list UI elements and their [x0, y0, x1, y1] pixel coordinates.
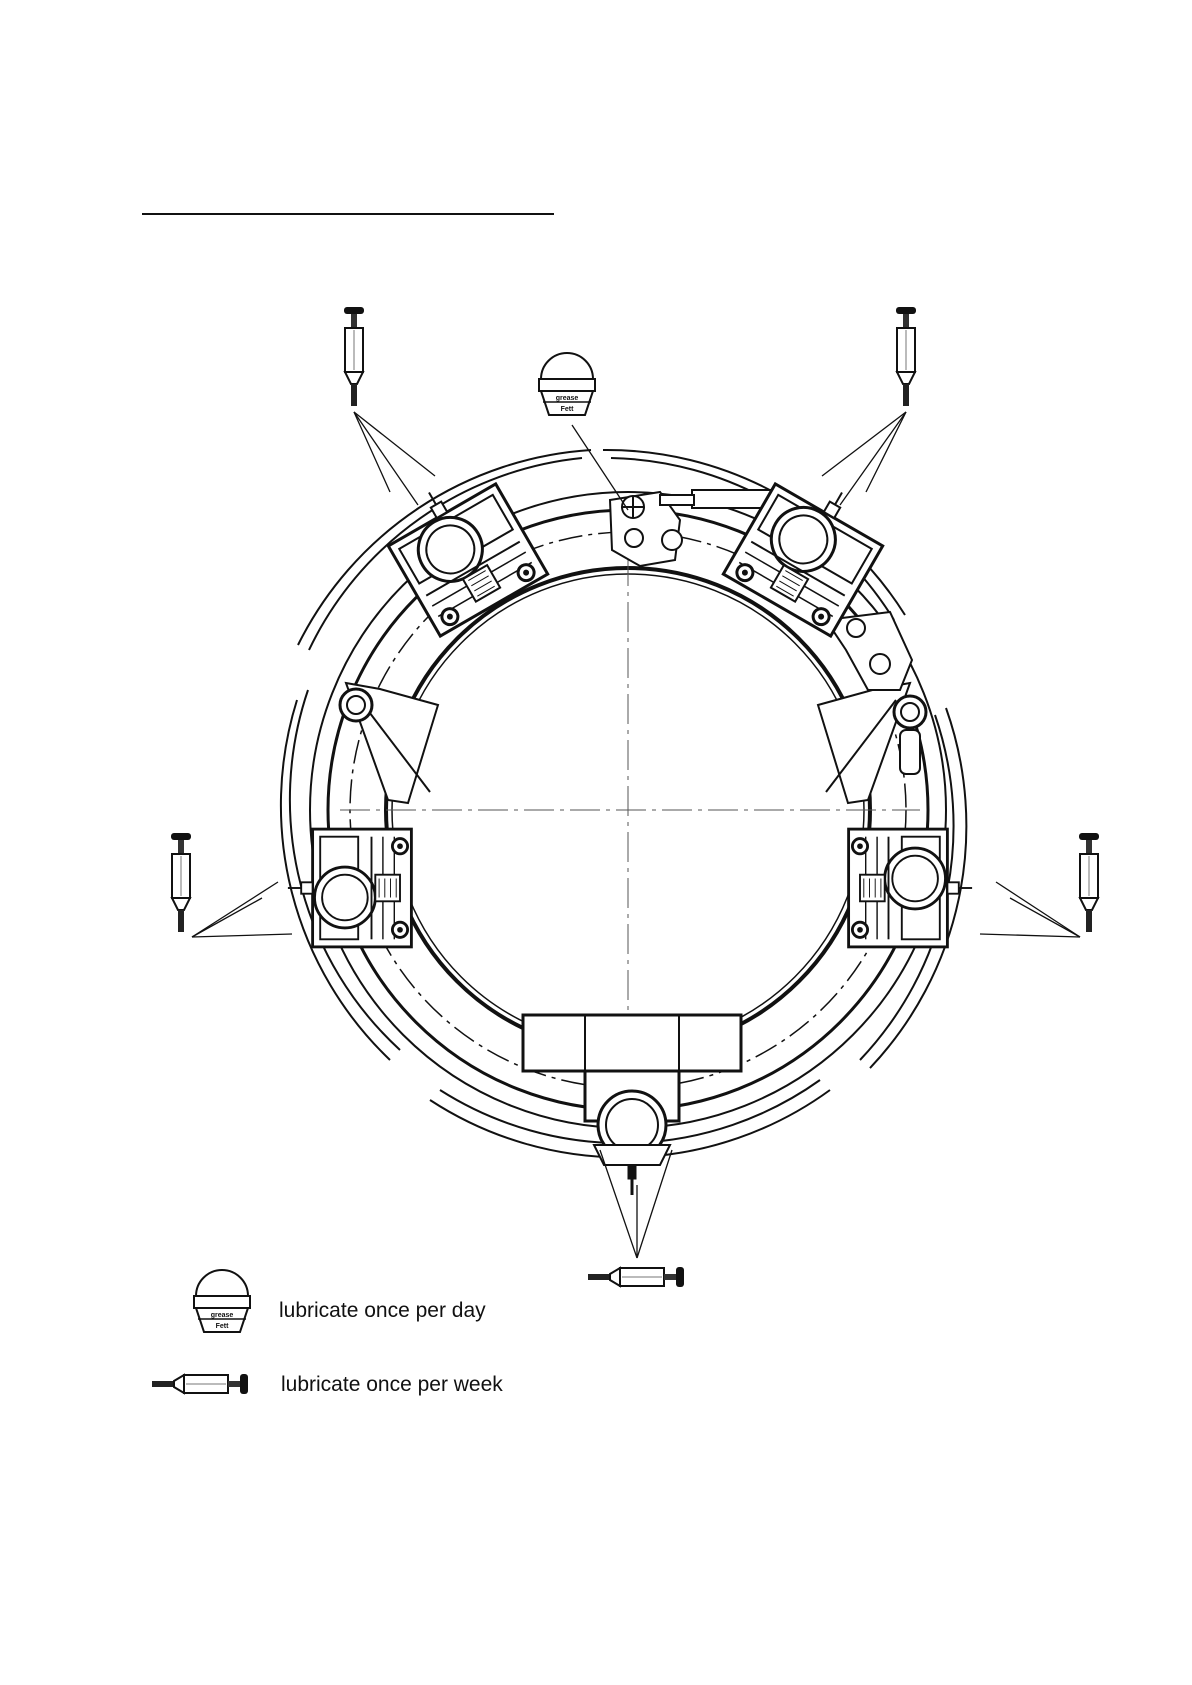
carriage-block-top-left — [375, 461, 547, 636]
carriage-block-left — [288, 829, 412, 947]
svg-text:grease: grease — [211, 1312, 234, 1319]
legend-grease-gun-icon — [152, 1374, 248, 1394]
svg-text:Fett: Fett — [561, 406, 575, 413]
grease-gun-icon — [588, 1267, 684, 1287]
legend-daily-label: lubricate once per day — [279, 1299, 486, 1323]
svg-text:grease: grease — [556, 395, 579, 402]
grease-gun-icon — [344, 307, 364, 406]
carriage-block-bottom — [523, 1015, 741, 1195]
grease-gun-icon — [171, 833, 191, 932]
grease-gun-icon — [1079, 833, 1099, 932]
link-left — [340, 683, 438, 803]
grease-pot-icon: grease Fett — [539, 353, 595, 415]
carriage-block-top-right — [723, 461, 895, 636]
svg-text:Fett: Fett — [216, 1323, 230, 1330]
link-right — [818, 683, 926, 803]
legend-weekly-label: lubricate once per week — [281, 1373, 503, 1397]
grease-gun-icon — [896, 307, 916, 406]
legend-grease-pot-icon: grease Fett — [194, 1270, 250, 1332]
